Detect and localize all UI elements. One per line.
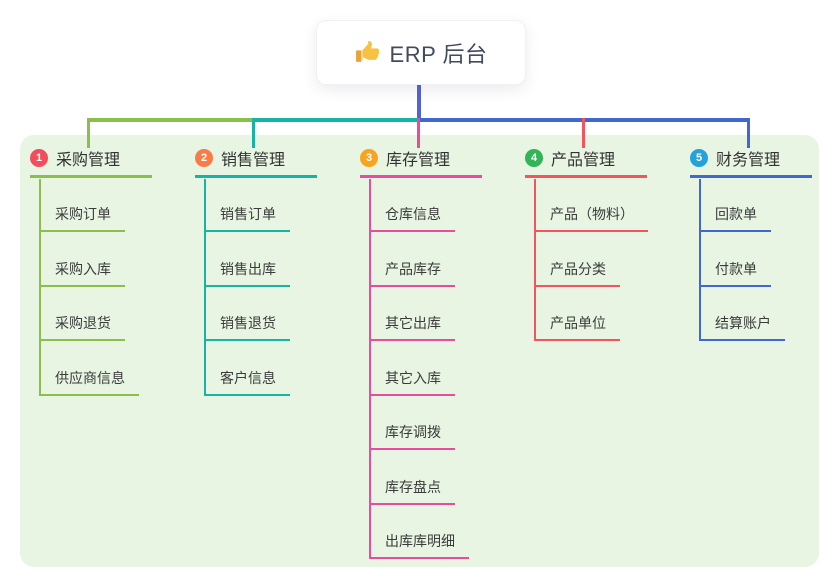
- root-connector-line: [417, 83, 421, 120]
- branch-stub-line: [87, 118, 90, 148]
- mindmap-leaf-node[interactable]: 付款单: [699, 258, 771, 287]
- branch-stub-line: [417, 118, 420, 148]
- branch-number-badge: 5: [690, 149, 708, 167]
- branch-title-label: 库存管理: [386, 152, 451, 169]
- branch-rail-segment: [252, 118, 421, 122]
- branch-descender-line: [699, 179, 701, 341]
- mindmap-leaf-node[interactable]: 仓库信息: [369, 203, 455, 232]
- mindmap-leaf-node[interactable]: 销售退货: [204, 312, 290, 341]
- mindmap-leaf-node[interactable]: 供应商信息: [39, 367, 139, 396]
- branch-number-badge: 2: [195, 149, 213, 167]
- branch-title-1[interactable]: 1 采购管理: [30, 146, 152, 178]
- mindmap-leaf-node[interactable]: 采购入库: [39, 258, 125, 287]
- mindmap-leaf-node[interactable]: 产品库存: [369, 258, 455, 287]
- mindmap-leaf-node[interactable]: 出库库明细: [369, 530, 469, 559]
- branch-title-2[interactable]: 2 销售管理: [195, 146, 317, 178]
- mindmap-leaf-node[interactable]: 产品单位: [534, 312, 620, 341]
- mindmap-leaf-node[interactable]: 回款单: [699, 203, 771, 232]
- branch-stub-line: [582, 118, 585, 148]
- mindmap-leaf-node[interactable]: 其它出库: [369, 312, 455, 341]
- branch-descender-line: [369, 179, 371, 559]
- branch-title-label: 财务管理: [716, 152, 781, 169]
- branch-stub-line: [252, 118, 255, 148]
- thumbs-up-icon: [355, 40, 380, 65]
- mindmap-leaf-node[interactable]: 客户信息: [204, 367, 290, 396]
- mindmap-leaf-node[interactable]: 结算账户: [699, 312, 785, 341]
- branch-title-5[interactable]: 5 财务管理: [690, 146, 812, 178]
- mindmap-leaf-node[interactable]: 采购退货: [39, 312, 125, 341]
- branch-title-label: 产品管理: [551, 152, 616, 169]
- mindmap-leaf-node[interactable]: 销售出库: [204, 258, 290, 287]
- branch-number-badge: 4: [525, 149, 543, 167]
- branch-number-badge: 3: [360, 149, 378, 167]
- mindmap-leaf-node[interactable]: 库存调拨: [369, 421, 455, 450]
- branch-title-label: 采购管理: [56, 152, 121, 169]
- mindmap-leaf-node[interactable]: 销售订单: [204, 203, 290, 232]
- mindmap-leaf-node[interactable]: 其它入库: [369, 367, 455, 396]
- branch-descender-line: [39, 179, 41, 396]
- mindmap-leaf-node[interactable]: 产品（物料）: [534, 203, 648, 232]
- root-label: ERP 后台: [389, 41, 488, 67]
- branch-stub-line: [747, 118, 750, 148]
- mindmap-leaf-node[interactable]: 库存盘点: [369, 476, 455, 505]
- branch-title-4[interactable]: 4 产品管理: [525, 146, 647, 178]
- branches-panel: [20, 135, 819, 567]
- branch-descender-line: [204, 179, 206, 396]
- mindmap-leaf-node[interactable]: 采购订单: [39, 203, 125, 232]
- mindmap-leaf-node[interactable]: 产品分类: [534, 258, 620, 287]
- branch-number-badge: 1: [30, 149, 48, 167]
- root-node[interactable]: ERP 后台: [316, 20, 526, 85]
- branch-title-label: 销售管理: [221, 152, 286, 169]
- branch-descender-line: [534, 179, 536, 341]
- branch-title-3[interactable]: 3 库存管理: [360, 146, 482, 178]
